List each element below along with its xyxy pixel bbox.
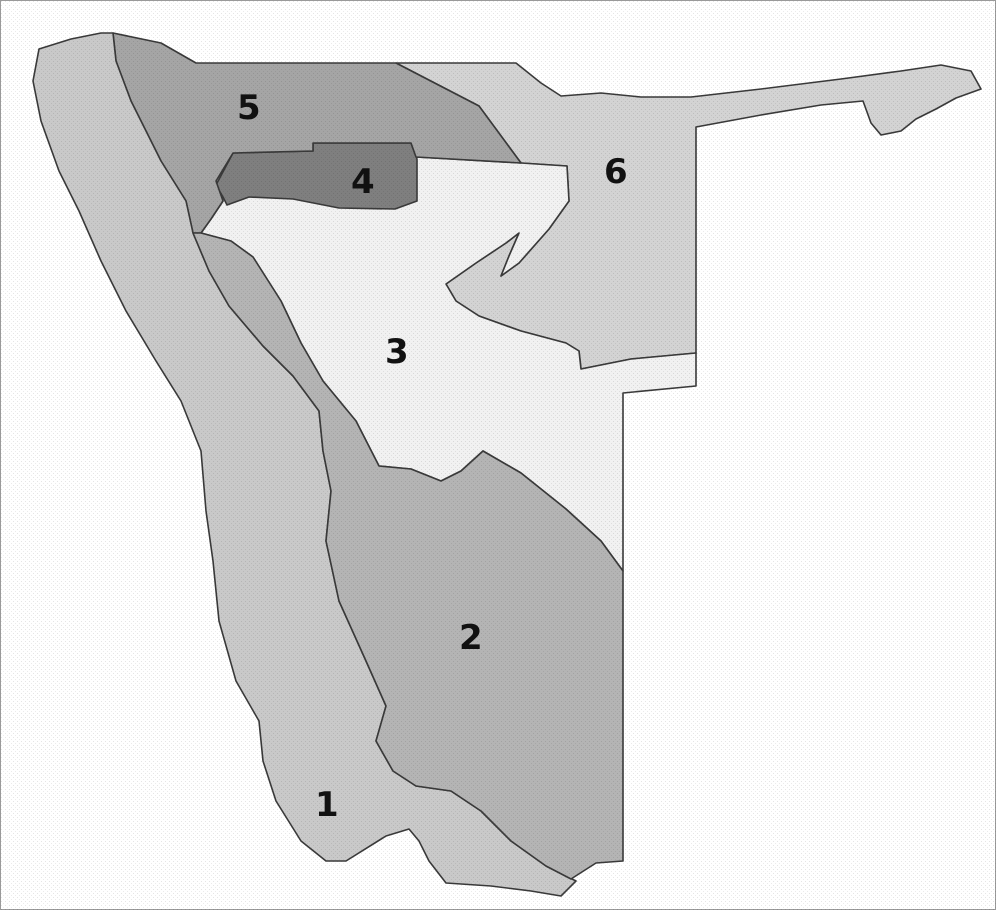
region-label-6: 6	[604, 152, 628, 192]
region-label-4: 4	[351, 162, 375, 202]
region-label-2: 2	[459, 618, 483, 658]
region-label-1: 1	[315, 785, 339, 825]
region-label-3: 3	[385, 332, 409, 372]
region-label-5: 5	[237, 88, 261, 128]
